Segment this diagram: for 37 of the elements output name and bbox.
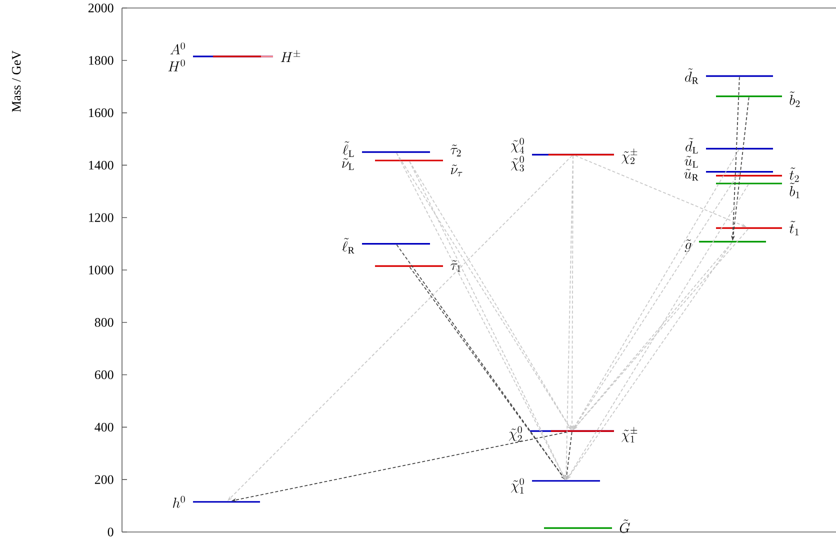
- particle-label: $\tilde{u}_\mathrm{L}$: [684, 156, 698, 168]
- particle-label: $H^\pm$: [280, 50, 300, 62]
- tick-label: 200: [94, 475, 114, 484]
- particle-label: $\tilde{\tau}_1$: [450, 260, 460, 272]
- tick-label: 400: [94, 422, 114, 432]
- particle-label: $\tilde{\ell}_\mathrm{L}$: [342, 141, 354, 157]
- particle-label: $H^0$: [168, 59, 185, 72]
- particle-label: $\tilde{\chi}^\pm_1$: [622, 426, 638, 442]
- particle-label: $\tilde{t}_2$: [790, 168, 799, 182]
- tick-label: 1400: [89, 160, 114, 170]
- tick-label: 1800: [89, 56, 114, 65]
- tick-label: 600: [94, 370, 114, 380]
- particle-label: $\tilde{\chi}^0_2$: [508, 426, 522, 442]
- tick-label: 0: [108, 528, 114, 536]
- particle-label: $\tilde{u}_\mathrm{R}$: [684, 168, 698, 181]
- tick-label: 1200: [89, 213, 114, 222]
- tick-label: 800: [94, 318, 114, 327]
- particle-label: $\tilde{\nu}_\tau$: [450, 164, 462, 176]
- particle-label: $\tilde{d}_\mathrm{R}$: [685, 68, 698, 84]
- particle-label: $\tilde{\chi}^\pm_2$: [622, 148, 638, 164]
- particle-label: $\tilde{G}$: [620, 520, 630, 533]
- particle-label: $h^0$: [173, 496, 185, 508]
- particle-label: $\tilde{t}_1$: [790, 220, 798, 236]
- particle-label: $\tilde{\ell}_\mathrm{R}$: [342, 238, 354, 254]
- particle-label: $\tilde{\chi}^0_3$: [510, 156, 524, 172]
- particle-label: $\tilde{b}_1$: [790, 182, 800, 198]
- axis-title: Mass / GeV: [12, 50, 21, 112]
- particle-label: $\tilde{b}_2$: [790, 92, 800, 108]
- tick-label: 1000: [89, 266, 114, 274]
- particle-label: $A^0$: [170, 42, 185, 54]
- particle-label: $\tilde{d}_\mathrm{L}$: [686, 138, 698, 154]
- tick-label: 2000: [88, 4, 114, 12]
- particle-label: $\tilde{\chi}^0_1$: [510, 478, 524, 494]
- particle-label: $\tilde{\chi}^0_4$: [510, 138, 524, 154]
- particle-label: $\tilde{\tau}_2$: [450, 144, 461, 156]
- tick-label: 1600: [89, 108, 114, 118]
- particle-label: $\tilde{\nu}_\mathrm{L}$: [342, 158, 354, 170]
